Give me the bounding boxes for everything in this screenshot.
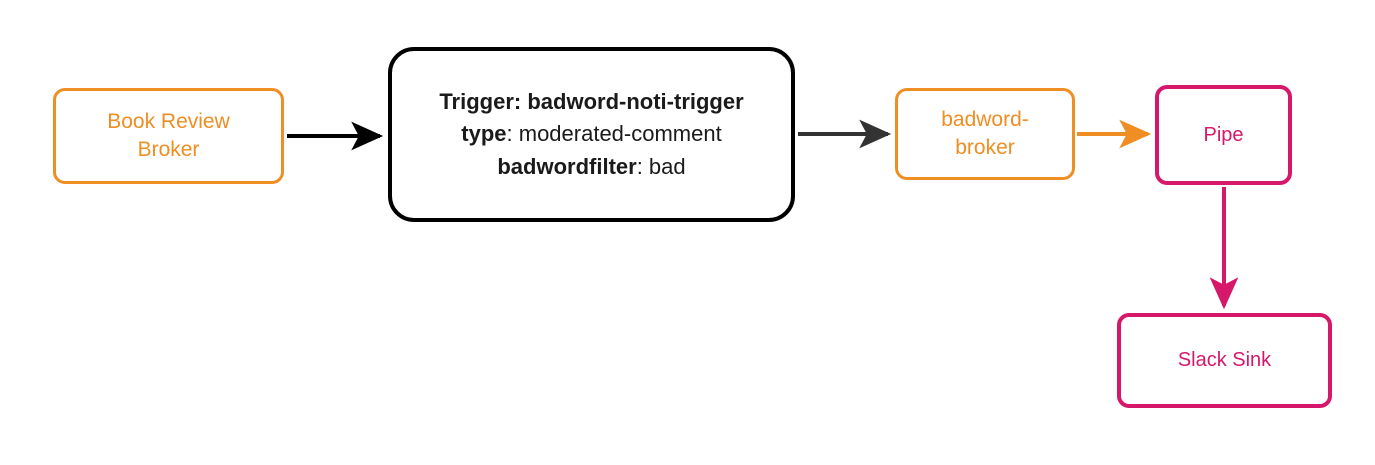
trigger-value-trigger-name: badword-noti-trigger [527, 89, 744, 115]
trigger-value-type: : moderated-comment [506, 121, 722, 147]
trigger-key-type: type [461, 121, 507, 147]
trigger-line-badwordfilter: badwordfilter: bad [439, 151, 743, 183]
trigger-value-badwordfilter: : bad [636, 153, 686, 179]
node-slack-sink[interactable]: Slack Sink [1117, 313, 1332, 408]
node-book-review-broker[interactable]: Book Review Broker [53, 88, 284, 184]
trigger-line-name: Trigger: badword-noti-trigger [439, 86, 743, 118]
node-badword-broker-label: badword- broker [941, 108, 1029, 159]
node-pipe[interactable]: Pipe [1155, 85, 1292, 185]
node-slack-sink-label: Slack Sink [1177, 349, 1272, 372]
trigger-lines: Trigger: badword-noti-trigger type: mode… [439, 86, 743, 182]
node-trigger[interactable]: Trigger: badword-noti-trigger type: mode… [388, 47, 795, 222]
node-pipe-label: Pipe [1203, 123, 1244, 146]
trigger-key-trigger: Trigger: [439, 89, 522, 115]
node-badword-broker[interactable]: badword- broker [895, 88, 1075, 180]
node-book-review-broker-label: Book Review Broker [107, 110, 230, 161]
trigger-line-type: type: moderated-comment [439, 118, 743, 150]
trigger-key-badwordfilter: badwordfilter [497, 153, 637, 179]
